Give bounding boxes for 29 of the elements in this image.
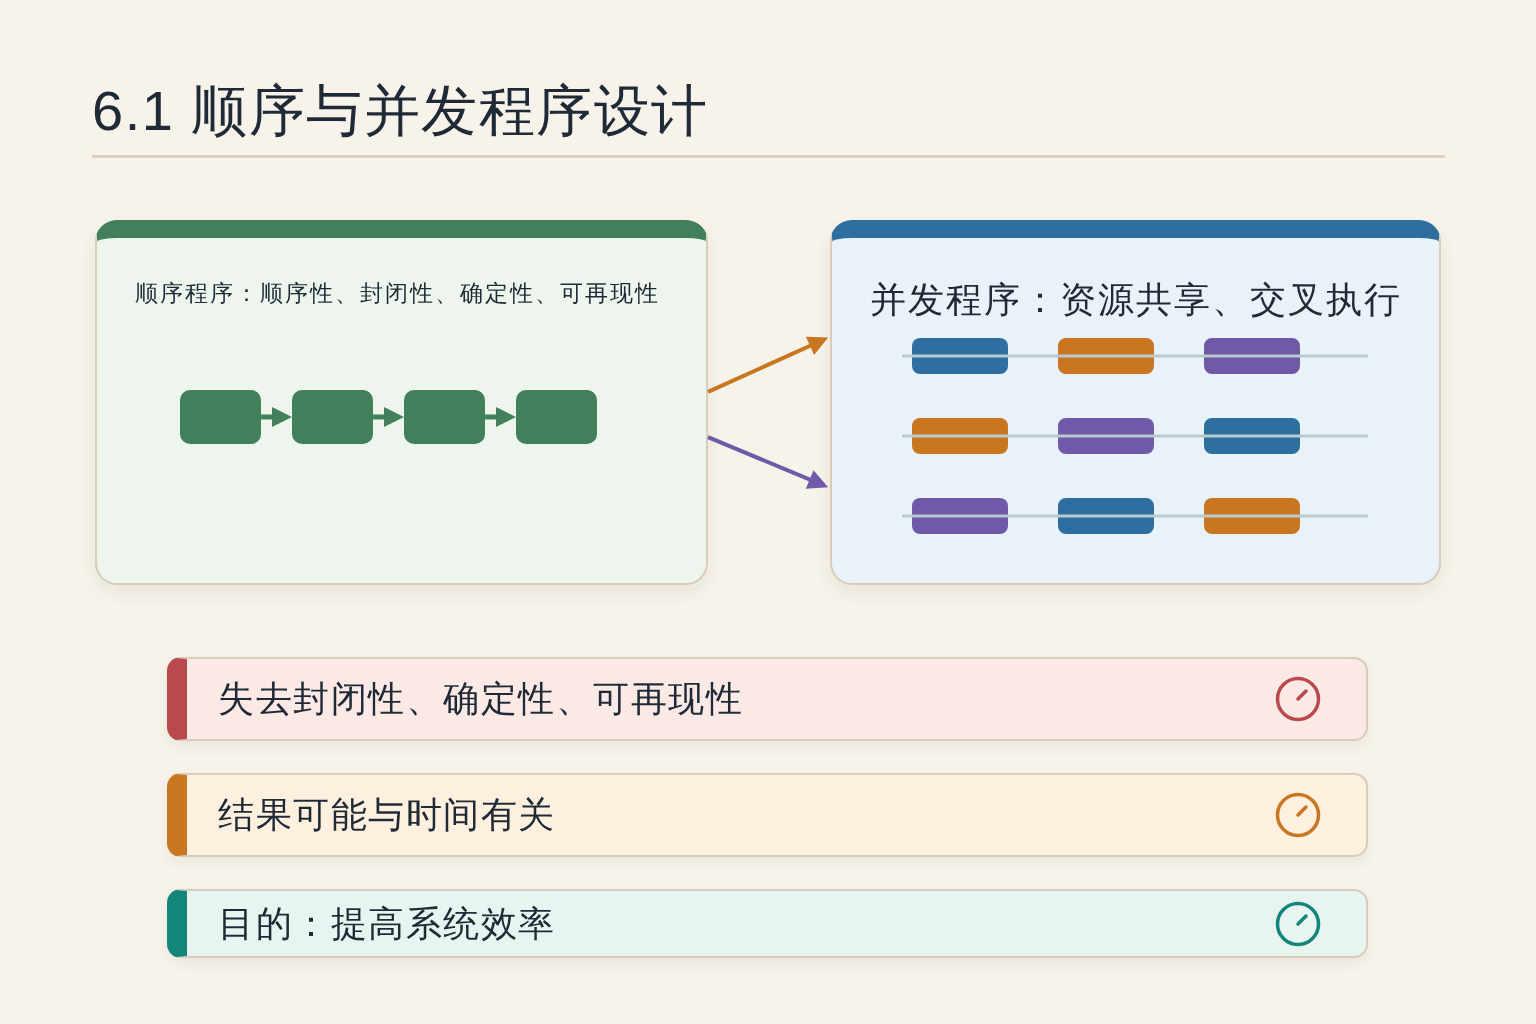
- task-bar: [912, 418, 1008, 454]
- task-bar: [1058, 418, 1154, 454]
- note-text: 目的：提高系统效率: [218, 901, 556, 946]
- process-box: [180, 390, 261, 444]
- note-banner: [167, 773, 1368, 857]
- note-text: 失去封闭性、确定性、可再现性: [218, 677, 743, 721]
- arrow: [707, 336, 829, 394]
- task-bar: [912, 498, 1008, 534]
- process-box: [516, 390, 597, 444]
- note-text: 结果可能与时间有关: [218, 793, 556, 837]
- arrow: [707, 435, 829, 489]
- panel-heading: 顺序程序：顺序性、封闭性、确定性、可再现性: [135, 280, 660, 308]
- note-banner: [167, 657, 1368, 741]
- process-box: [404, 390, 485, 444]
- task-bar: [1204, 338, 1300, 374]
- title: 6.1 顺序与并发程序设计: [92, 80, 709, 142]
- task-bar: [912, 338, 1008, 374]
- task-bar: [1058, 338, 1154, 374]
- task-bar: [1204, 418, 1300, 454]
- panel: [830, 220, 1441, 585]
- arrow: [261, 407, 292, 427]
- arrow: [373, 407, 404, 427]
- panel-heading: 并发程序：资源共享、交叉执行: [869, 278, 1402, 322]
- arrow: [485, 407, 516, 427]
- panel: [95, 220, 708, 585]
- task-bar: [1058, 498, 1154, 534]
- task-bar: [1204, 498, 1300, 534]
- process-box: [292, 390, 373, 444]
- note-banner: [167, 889, 1368, 958]
